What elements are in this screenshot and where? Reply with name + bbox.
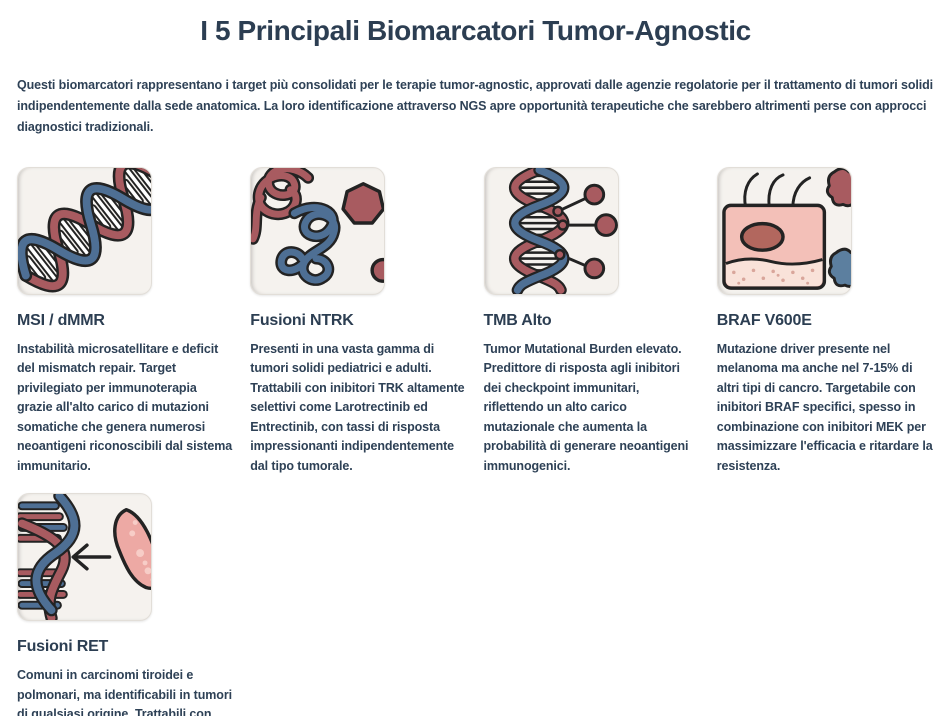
card-description: Comuni in carcinomi tiroidei e polmonari…	[17, 668, 232, 716]
intro-paragraph: Questi biomarcatori rappresentano i targ…	[17, 77, 934, 134]
card-description: Presenti in una vasta gamma di tumori so…	[250, 341, 465, 473]
biomarker-grid: MSI / dMMR Instabilità microsatellitare …	[17, 166, 934, 716]
page-title: I 5 Principali Biomarcatori Tumor-Agnost…	[200, 15, 751, 46]
card-description: Mutazione driver presente nel melanoma m…	[716, 341, 933, 473]
card-title: BRAF V600E	[716, 311, 812, 329]
card-title: Fusioni NTRK	[250, 311, 354, 329]
dna-double-helix-icon	[17, 166, 152, 295]
card-fusioni-ntrk: Fusioni NTRK Presenti in una vasta gamma…	[250, 166, 467, 477]
dna-mutation-nodes-icon	[483, 166, 619, 295]
card-title: MSI / dMMR	[17, 311, 105, 329]
skin-melanoma-icon	[716, 166, 852, 295]
card-fusioni-ret: Fusioni RET Comuni in carcinomi tiroidei…	[17, 493, 234, 716]
card-tmb-alto: BRAF V600E TMB Alto Tumor Mutational Bur…	[483, 166, 701, 477]
card-description: Tumor Mutational Burden elevato. Preditt…	[483, 341, 689, 473]
card-description: Instabilità microsatellitare e deficit d…	[17, 341, 233, 473]
card-title: TMB Alto	[483, 311, 552, 329]
card-braf-v600e: BRAF V600E Mutazione driver presente nel…	[716, 166, 934, 477]
card-title: Fusioni RET	[17, 638, 109, 656]
dna-arrow-thyroid-icon	[17, 493, 152, 622]
gene-fusion-knot-icon	[250, 166, 386, 295]
card-msi-dmmr: MSI / dMMR Instabilità microsatellitare …	[17, 166, 234, 477]
